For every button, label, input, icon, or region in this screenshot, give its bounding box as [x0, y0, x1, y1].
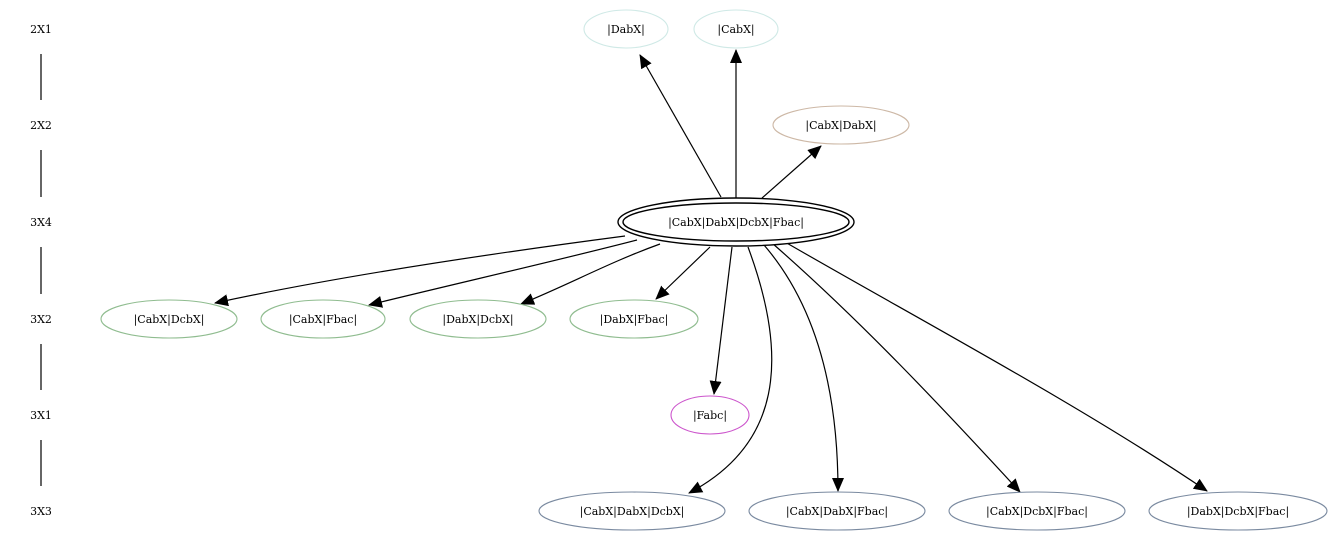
node-shape — [670, 395, 750, 435]
rank-legend: 2X1 2X2 3X4 3X2 3X1 3X3 — [30, 23, 52, 518]
node-label: |CabX|DabX|DcbX|Fbac| — [668, 216, 804, 230]
edge-root-to-dabx_fbac — [655, 246, 711, 300]
edge-root-to-cabx_dcbx_fbac — [771, 242, 1021, 493]
node-cabx[interactable]: |CabX| — [693, 9, 779, 49]
node-shape-inner — [622, 202, 850, 242]
node-label: |DabX| — [607, 23, 645, 37]
edge-root-to-cabx_fbac — [368, 239, 638, 308]
edge-layer — [214, 49, 1208, 494]
node-root[interactable]: |CabX|DabX|DcbX|Fbac| — [617, 197, 855, 247]
node-shape — [948, 491, 1126, 531]
node-label: |Fabc| — [693, 409, 727, 423]
edge-root-to-dabx — [639, 54, 722, 198]
node-shape — [260, 299, 386, 339]
node-dabx-fbac[interactable]: |DabX|Fbac| — [569, 299, 699, 339]
rank-label-3x2: 3X2 — [30, 313, 52, 326]
node-label: |CabX| — [717, 23, 754, 37]
node-label: |DabX|DcbX|Fbac| — [1187, 505, 1289, 519]
node-dabx-dcbx[interactable]: |DabX|DcbX| — [409, 299, 547, 339]
edge-root-to-cabx_dabx_fbac — [763, 244, 844, 492]
node-shape — [748, 491, 926, 531]
node-shape — [538, 491, 726, 531]
node-shape — [617, 197, 855, 247]
node-label: |CabX|DabX|DcbX| — [580, 505, 685, 519]
node-label: |DabX|DcbX| — [442, 313, 513, 327]
node-cabx-dabx[interactable]: |CabX|DabX| — [772, 105, 910, 145]
node-shape — [772, 105, 910, 145]
node-label: |DabX|Fbac| — [600, 313, 669, 327]
node-shape — [409, 299, 547, 339]
node-cabx-dcbx[interactable]: |CabX|DcbX| — [100, 299, 238, 339]
node-cabx-fbac[interactable]: |CabX|Fbac| — [260, 299, 386, 339]
node-cabx-dcbx-fbac[interactable]: |CabX|DcbX|Fbac| — [948, 491, 1126, 531]
node-shape — [693, 9, 779, 49]
edge-root-to-fabc — [709, 246, 733, 395]
node-fabc[interactable]: |Fabc| — [670, 395, 750, 435]
edge-root-to-cabx_dabx — [761, 145, 822, 199]
node-label: |CabX|Fbac| — [289, 313, 357, 327]
rank-label-3x1: 3X1 — [30, 409, 52, 422]
edge-root-to-dabx_dcbx — [520, 243, 661, 305]
node-cabx-dabx-dcbx[interactable]: |CabX|DabX|DcbX| — [538, 491, 726, 531]
node-dabx-dcbx-fbac[interactable]: |DabX|DcbX|Fbac| — [1148, 491, 1328, 531]
rank-label-3x3: 3X3 — [30, 505, 52, 518]
node-layer: |DabX| |CabX| |CabX|DabX| |CabX|DabX|DcbX|F… — [100, 9, 1328, 531]
node-cabx-dabx-fbac[interactable]: |CabX|DabX|Fbac| — [748, 491, 926, 531]
edge-root-to-cabx_dcbx — [214, 235, 626, 307]
rank-label-3x4: 3X4 — [30, 216, 52, 229]
node-label: |CabX|DabX| — [805, 119, 876, 133]
node-dabx[interactable]: |DabX| — [583, 9, 669, 49]
rank-label-2x1: 2X1 — [30, 23, 52, 36]
edge-root-to-dabx_dcbx_fbac — [784, 241, 1208, 492]
rank-label-2x2: 2X2 — [30, 119, 52, 132]
node-shape — [1148, 491, 1328, 531]
node-label: |CabX|DcbX| — [134, 313, 205, 327]
node-shape — [569, 299, 699, 339]
node-shape — [583, 9, 669, 49]
node-label: |CabX|DabX|Fbac| — [786, 505, 888, 519]
edge-root-to-cabx_dabx_dcbx — [688, 246, 773, 494]
node-shape — [100, 299, 238, 339]
node-label: |CabX|DcbX|Fbac| — [986, 505, 1088, 519]
